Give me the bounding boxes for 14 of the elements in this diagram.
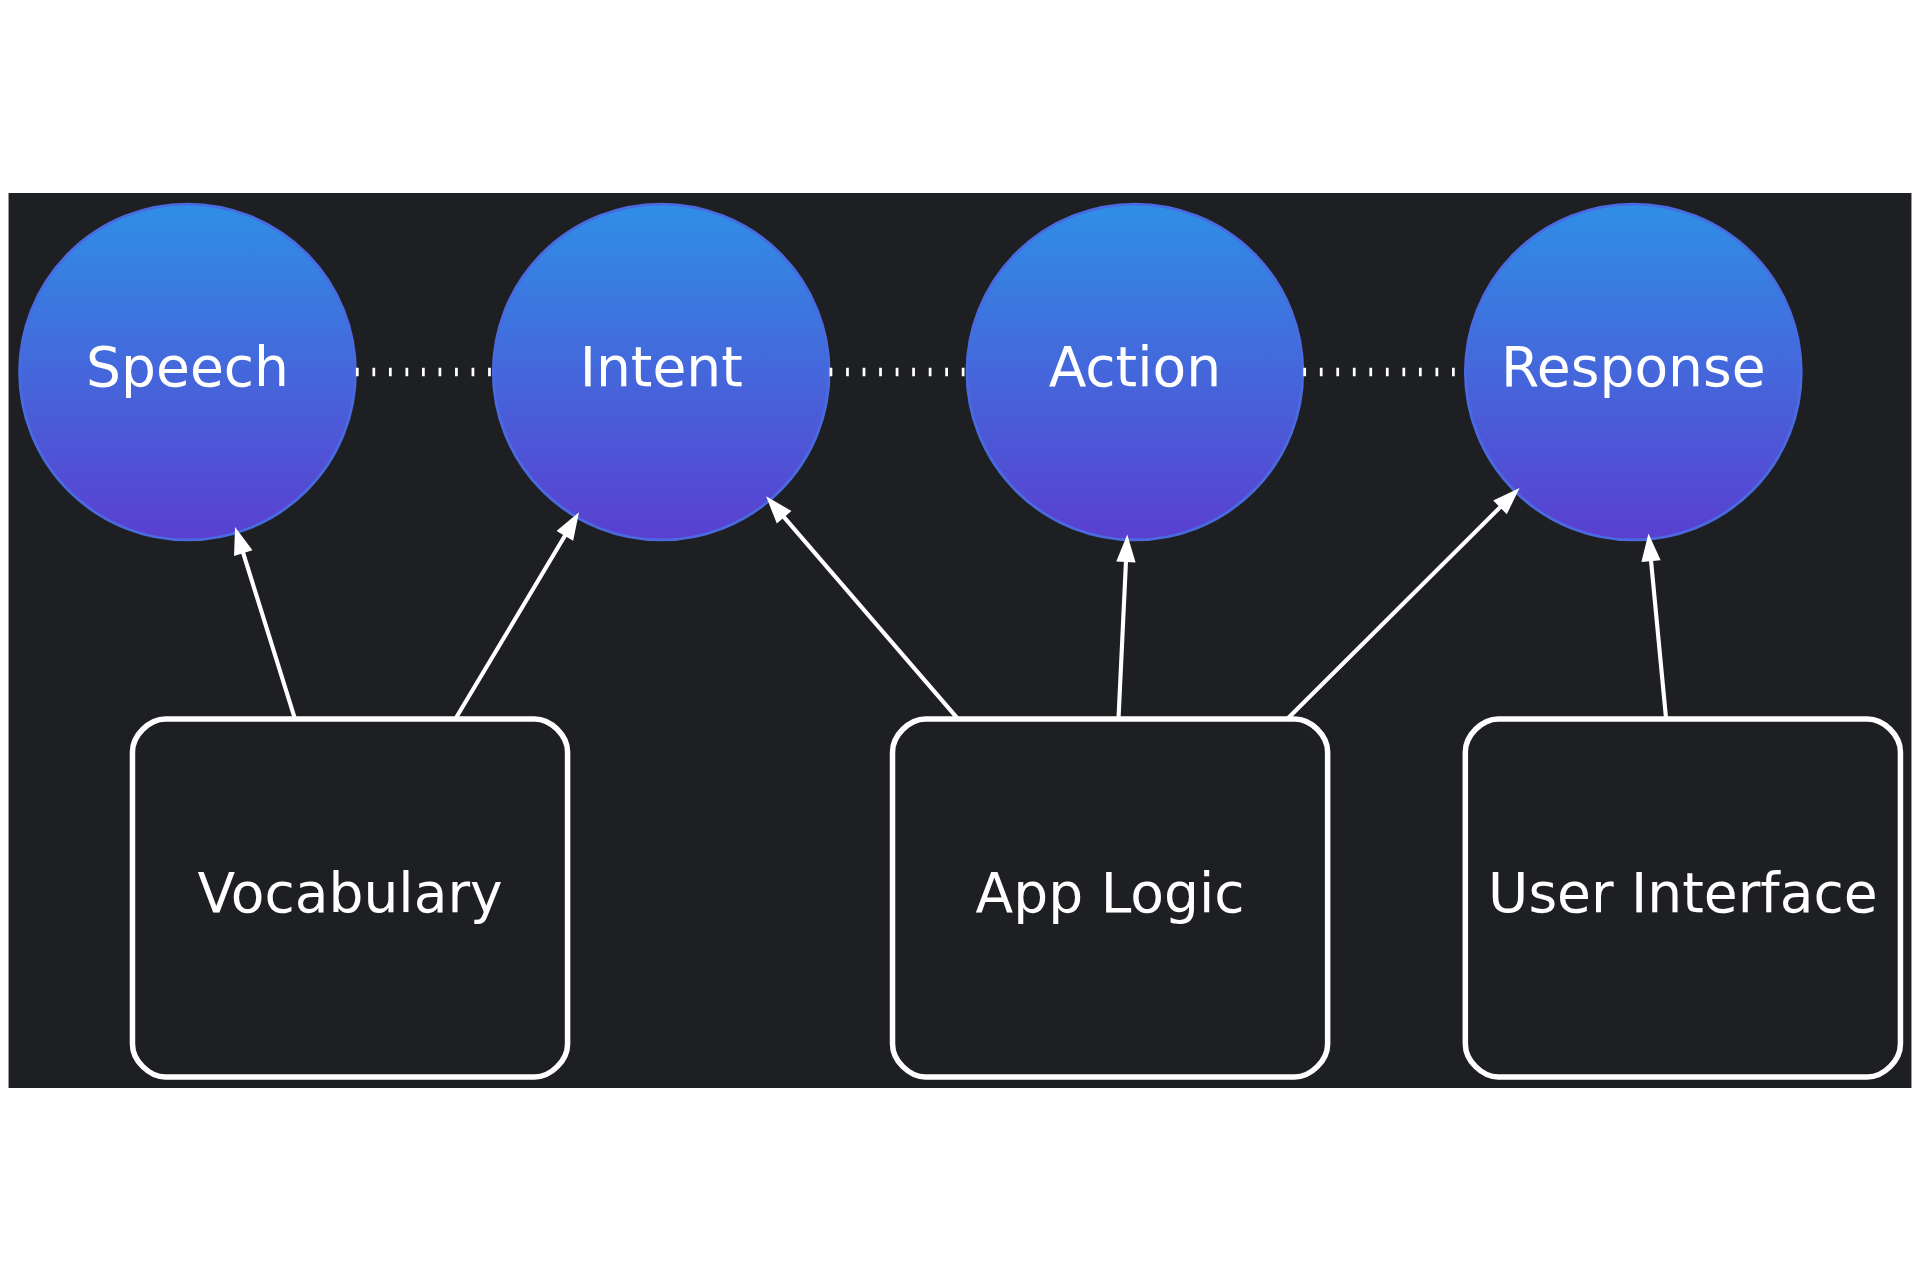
arrow: [234, 526, 297, 719]
arrow: [1286, 487, 1520, 720]
node-circle: Speech: [18, 202, 357, 541]
node-box: Vocabulary: [129, 715, 571, 1080]
arrow: [766, 495, 960, 720]
node-circle: Response: [1463, 202, 1803, 541]
connector: [829, 367, 967, 376]
arrow: [1641, 533, 1669, 718]
connector: [355, 367, 494, 376]
arrow: [1116, 533, 1136, 718]
node-box: App Logic: [889, 715, 1331, 1080]
arrow: [454, 511, 579, 719]
node-box: User Interface: [1462, 715, 1904, 1080]
node-circle: Action: [965, 202, 1305, 541]
